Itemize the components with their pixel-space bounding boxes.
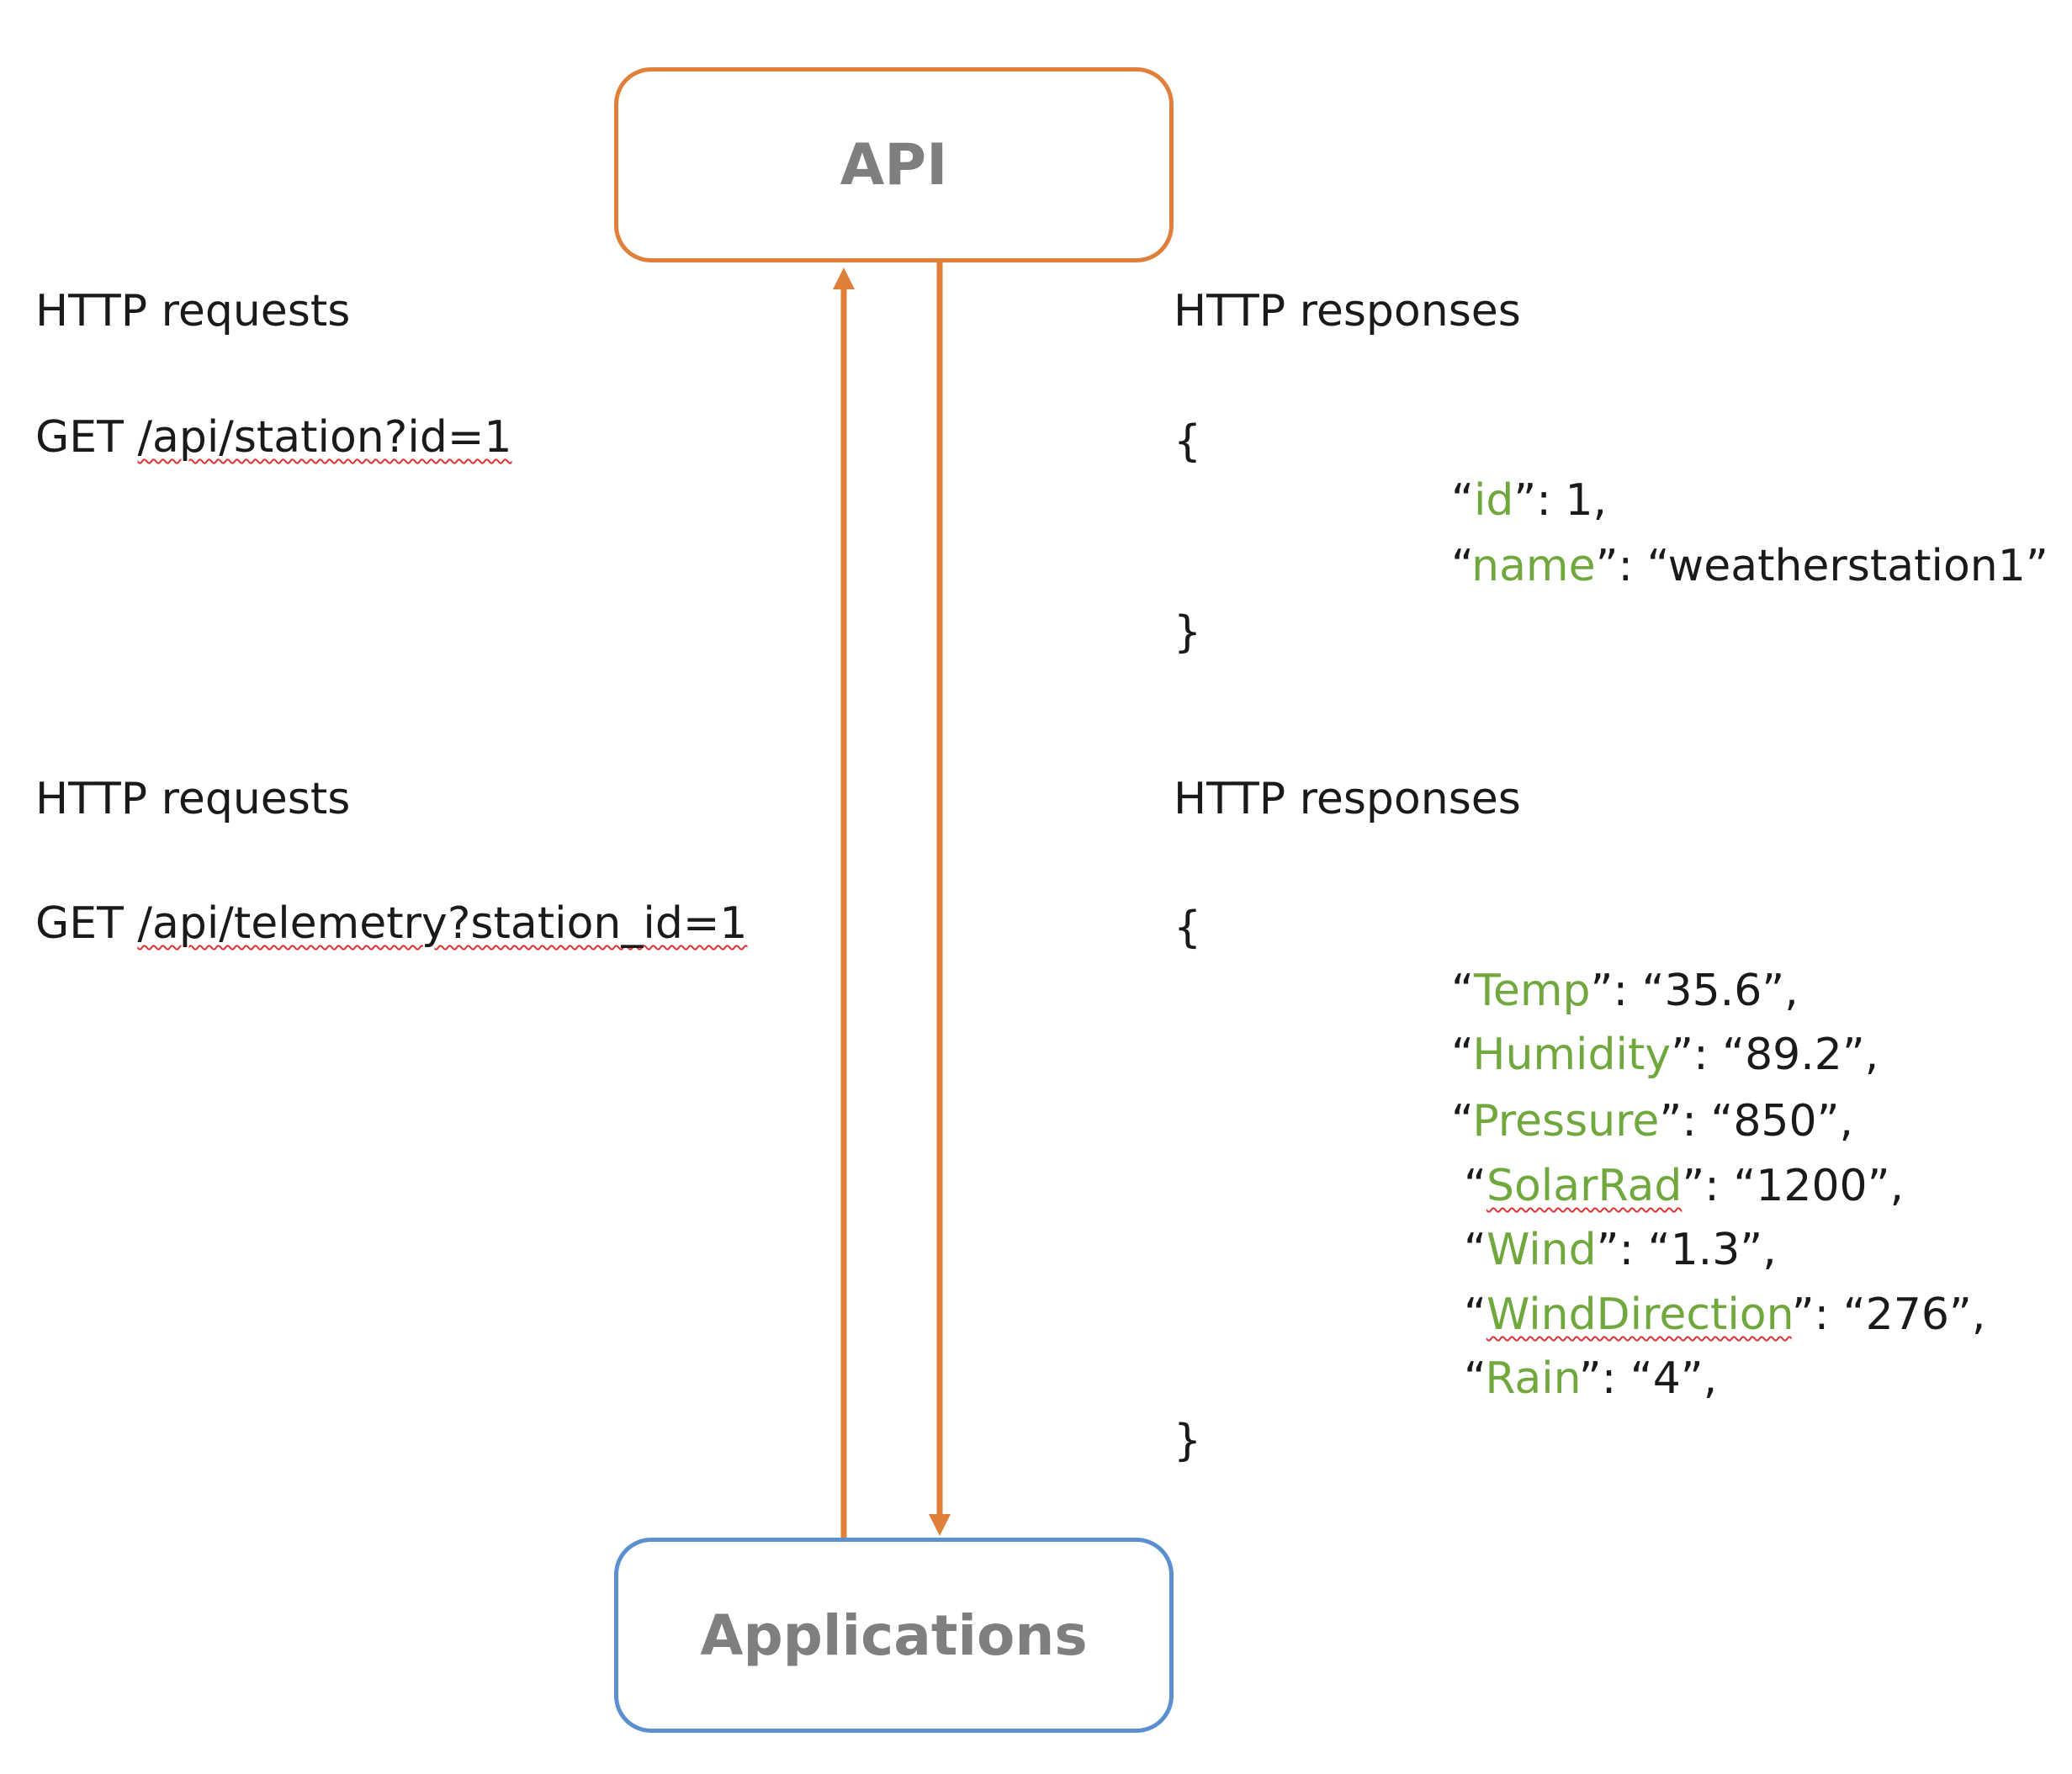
response2-key: Wind	[1486, 1225, 1597, 1275]
response2-close-brace: }	[1174, 1416, 1202, 1466]
response2-line: “SolarRad”: “1200”,	[1464, 1161, 1905, 1211]
response1-line: “id”: 1,	[1451, 475, 1608, 526]
response2-key: Rain	[1485, 1353, 1579, 1404]
response2-key: SolarRad	[1486, 1161, 1683, 1211]
response2-key: Temp	[1473, 966, 1591, 1016]
response2-line: “Pressure”: “850”,	[1451, 1096, 1854, 1146]
response2-value: “1.3”,	[1647, 1225, 1777, 1275]
response2-value: “850”,	[1710, 1096, 1854, 1146]
request2-line: GET /api/telemetry?station_id=1	[35, 898, 747, 949]
response2-open-brace: {	[1174, 903, 1202, 953]
response2-key: WindDirection	[1486, 1289, 1792, 1340]
api-box: API	[614, 67, 1174, 262]
response2-value: “276”,	[1842, 1289, 1986, 1340]
response2-heading: HTTP responses	[1174, 774, 1521, 824]
request2-path: /api/telemetry?station_id=1	[137, 898, 748, 949]
response2-key: Humidity	[1472, 1030, 1672, 1080]
response2-key: Pressure	[1472, 1096, 1660, 1146]
applications-label: Applications	[700, 1602, 1088, 1668]
response2-value: “35.6”,	[1641, 966, 1799, 1016]
response2-line: “Temp”: “35.6”,	[1451, 966, 1799, 1016]
api-label: API	[840, 131, 948, 199]
request1-line: GET /api/station?id=1	[35, 412, 511, 463]
applications-box: Applications	[614, 1538, 1174, 1733]
response-arrowhead	[929, 1514, 951, 1536]
response2-line: “Wind”: “1.3”,	[1464, 1225, 1777, 1275]
response2-value: “89.2”,	[1722, 1030, 1879, 1080]
request2-method: GET	[35, 898, 124, 949]
response1-value: “weatherstation1”	[1646, 541, 2048, 591]
response1-key: id	[1473, 475, 1514, 526]
response2-value: “1200”,	[1733, 1161, 1905, 1211]
response1-open-brace: {	[1174, 416, 1202, 467]
response1-heading: HTTP responses	[1174, 286, 1521, 336]
response2-line: “Humidity”: “89.2”,	[1451, 1030, 1879, 1080]
request1-method: GET	[35, 412, 124, 463]
request2-heading: HTTP requests	[35, 774, 351, 824]
response2-line: “Rain”: “4”,	[1464, 1353, 1718, 1404]
request-arrowhead	[833, 267, 855, 289]
response2-value: “4”,	[1630, 1353, 1718, 1404]
response1-line: “name”: “weatherstation1”	[1451, 541, 2048, 591]
request1-heading: HTTP requests	[35, 286, 351, 336]
response1-key: name	[1471, 541, 1596, 591]
request1-path: /api/station?id=1	[137, 412, 512, 463]
response2-line: “WindDirection”: “276”,	[1464, 1289, 1986, 1340]
response1-close-brace: }	[1174, 607, 1202, 658]
response1-value: 1,	[1565, 475, 1608, 526]
